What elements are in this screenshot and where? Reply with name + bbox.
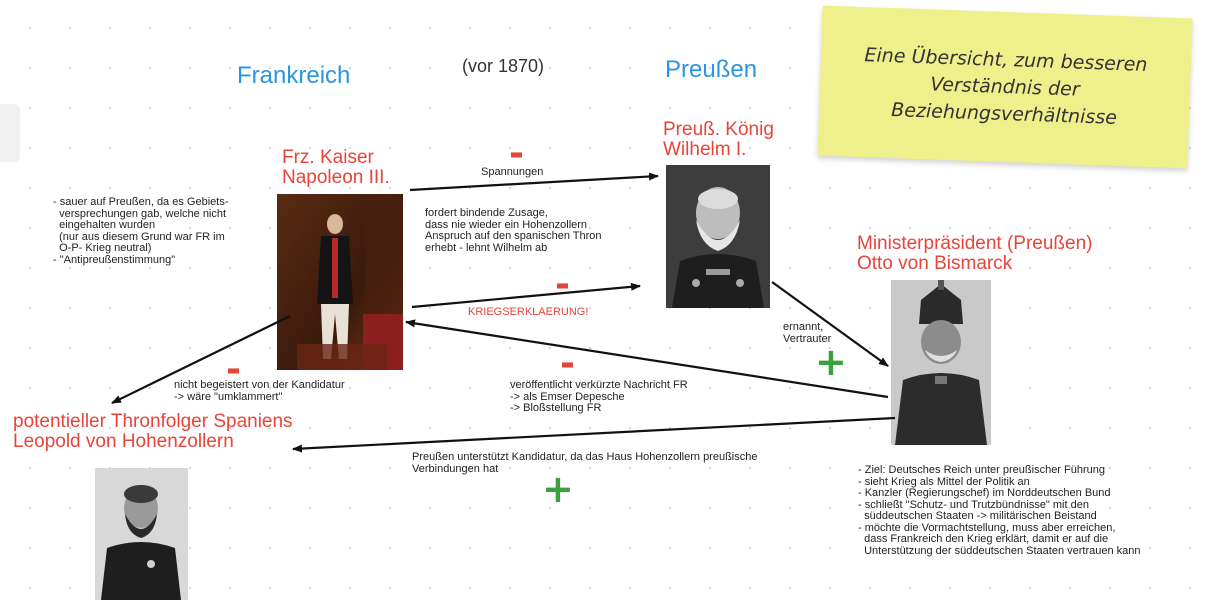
plus-sign-unterstuetzt: + xyxy=(542,467,574,511)
note-kandidatur: nicht begeistert von der Kandidatur -> w… xyxy=(174,379,345,403)
note-unterstuetzt-kandidatur: Preußen unterstützt Kandidatur, da das H… xyxy=(412,451,758,475)
arrow-napoleon-to-leopold xyxy=(111,315,291,404)
heading-frankreich: Frankreich xyxy=(237,62,351,89)
arrow-napoleon-to-wilhelm xyxy=(409,172,659,192)
minus-sign-emser: - xyxy=(560,343,575,384)
portrait-napoleon-image xyxy=(277,194,403,370)
plus-sign-ernannt: + xyxy=(815,340,847,384)
heading-vor-1870: (vor 1870) xyxy=(462,56,545,76)
note-bindende-zusage: fordert bindende Zusage, dass nie wieder… xyxy=(425,207,602,254)
note-kriegserklaerung: KRIEGSERKLAERUNG! xyxy=(468,306,589,318)
portrait-bismarck-image xyxy=(891,280,991,445)
arrow-bismarck-to-napoleon xyxy=(405,319,889,399)
minus-sign-spannungen: - xyxy=(509,133,524,174)
arrow-wilhelm-to-bismarck xyxy=(771,281,889,367)
note-france-grievances: - sauer auf Preußen, da es Gebiets- vers… xyxy=(53,196,229,266)
title-napoleon: Frz. Kaiser Napoleon III. xyxy=(282,147,390,188)
heading-preussen: Preußen xyxy=(665,56,758,83)
side-panel-tab[interactable] xyxy=(0,104,20,162)
minus-sign-kriegserklaerung: - xyxy=(555,264,570,305)
title-wilhelm: Preuß. König Wilhelm I. xyxy=(663,119,774,160)
title-bismarck: Ministerpräsident (Preußen) Otto von Bis… xyxy=(857,233,1093,274)
note-emser-depesche: veröffentlicht verkürzte Nachricht FR ->… xyxy=(510,379,688,414)
portrait-leopold-image xyxy=(95,468,188,600)
minus-sign-kandidatur: - xyxy=(226,349,241,390)
portrait-wilhelm-image xyxy=(666,165,770,308)
title-leopold: potentieller Thronfolger Spaniens Leopol… xyxy=(13,411,293,452)
arrow-bismarck-to-leopold xyxy=(292,416,896,453)
note-ernannt: ernannt, Vertrauter xyxy=(783,321,832,345)
note-spannungen: Spannungen xyxy=(481,166,544,178)
note-bismarck-goals: - Ziel: Deutsches Reich unter preußische… xyxy=(858,464,1141,557)
arrow-napoleon-to-wilhelm-declaration xyxy=(411,282,641,309)
